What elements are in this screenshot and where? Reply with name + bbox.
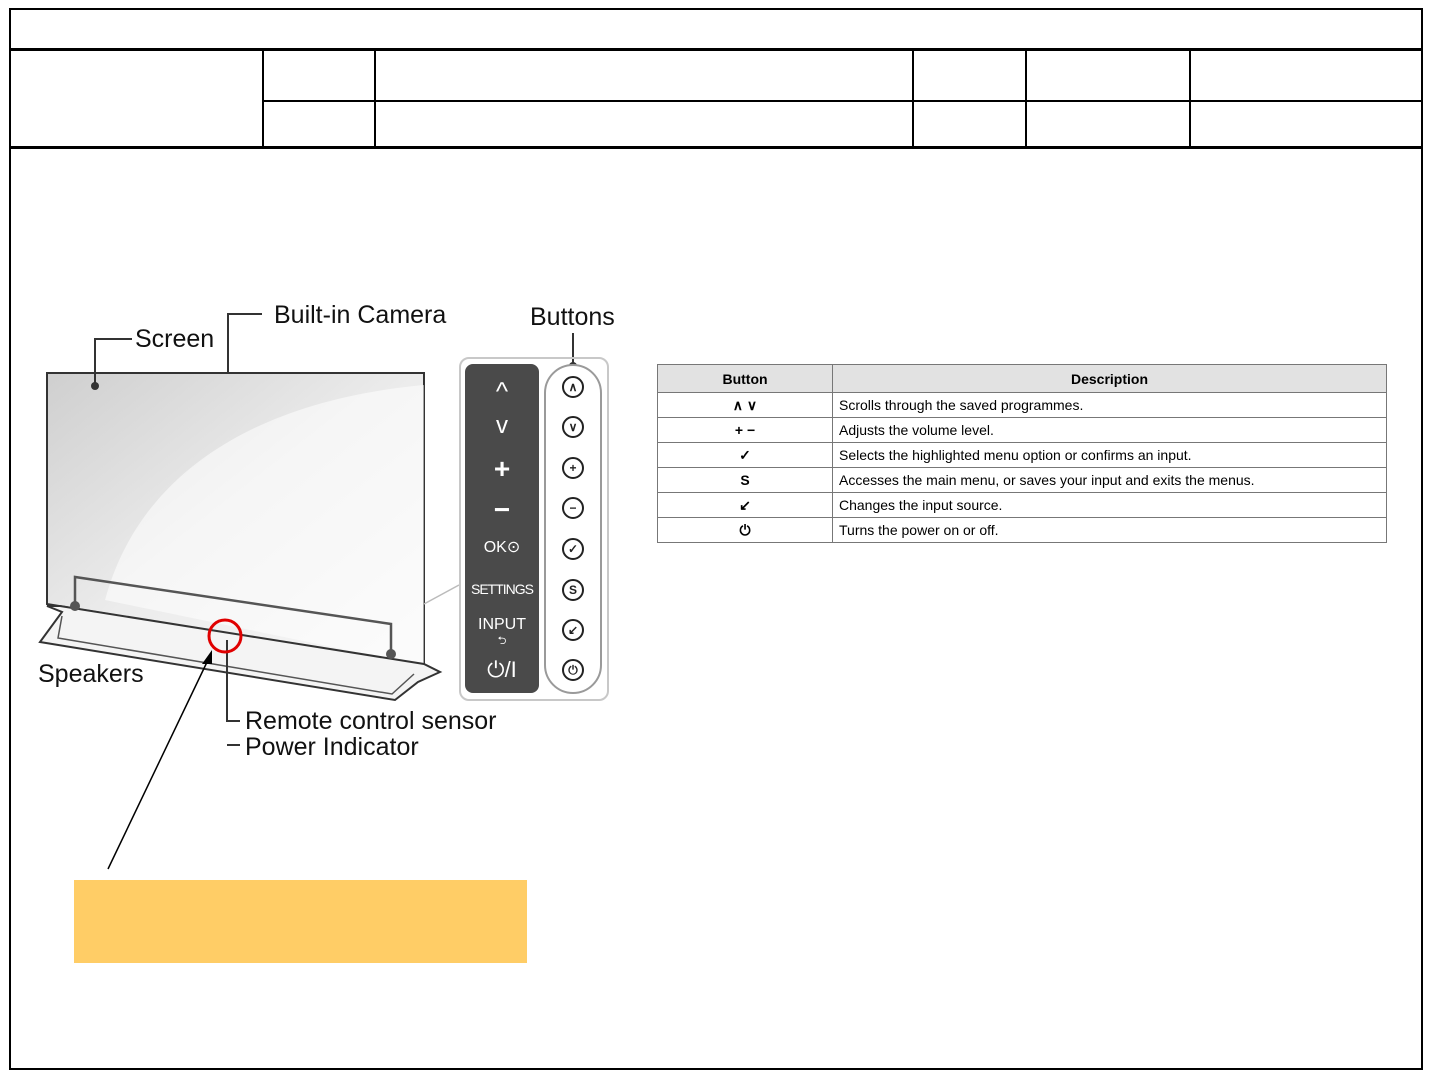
button-symbol: ↙ xyxy=(657,492,833,518)
power-icon[interactable]: ⏻ xyxy=(562,659,584,681)
panel-label-input: INPUT xyxy=(478,616,526,633)
note-box xyxy=(74,880,527,963)
button-symbol: ⏻ xyxy=(657,517,833,543)
header-col-1 xyxy=(262,49,264,147)
input-arrow-icon[interactable]: ↙ xyxy=(562,619,584,641)
panel-label-down: v xyxy=(496,412,508,439)
settings-s-icon[interactable]: S xyxy=(562,579,584,601)
down-icon[interactable]: ∨ xyxy=(562,416,584,438)
button-description: Adjusts the volume level. xyxy=(832,417,1387,443)
input-source-icon: ⮌ xyxy=(497,635,507,647)
minus-icon[interactable]: − xyxy=(562,497,584,519)
panel-label-plus: + xyxy=(493,453,511,484)
table-row: ↙ Changes the input source. xyxy=(657,492,1387,518)
panel-label-up: ^ xyxy=(495,376,509,406)
header-rule-top xyxy=(9,48,1423,51)
panel-label-ok: OK⊙ xyxy=(483,539,521,556)
panel-label-power: ⏻/I xyxy=(487,657,517,682)
plus-icon[interactable]: + xyxy=(562,457,584,479)
panel-label-settings: SETTINGS xyxy=(470,581,534,597)
table-row: S Accesses the main menu, or saves your … xyxy=(657,467,1387,493)
screen-reflection xyxy=(105,385,424,666)
button-panel-frame xyxy=(459,357,609,701)
table-header-row: Button Description xyxy=(657,364,1387,393)
callout-speakers: Speakers xyxy=(38,660,144,688)
speaker-bracket xyxy=(73,575,393,654)
button-description: Accesses the main menu, or saves your in… xyxy=(832,467,1387,493)
button-symbol: S xyxy=(657,467,833,493)
callout-buttons: Buttons xyxy=(530,303,615,331)
panel-label-minus: − xyxy=(493,494,511,525)
header-rule-mid xyxy=(263,100,1423,102)
callout-screen: Screen xyxy=(135,325,215,353)
header-button: Button xyxy=(657,364,833,393)
header-col-3 xyxy=(912,49,914,147)
callout-power-indicator: Power Indicator xyxy=(245,733,419,761)
tv-stand xyxy=(38,605,443,702)
button-description: Scrolls through the saved programmes. xyxy=(832,392,1387,418)
up-icon[interactable]: ∧ xyxy=(562,376,584,398)
annotation-arrow xyxy=(107,659,209,870)
header-rule-bottom xyxy=(9,146,1423,149)
header-col-4 xyxy=(1025,49,1027,147)
button-description: Turns the power on or off. xyxy=(832,517,1387,543)
sensor-highlight-circle xyxy=(207,618,243,654)
button-panel-labels xyxy=(465,364,539,693)
table-row: + − Adjusts the volume level. xyxy=(657,417,1387,443)
page-frame xyxy=(9,8,1423,1070)
tv-stand-inner xyxy=(57,615,415,695)
header-col-5 xyxy=(1189,49,1191,147)
callout-remote-sensor: Remote control sensor xyxy=(245,707,497,735)
table-row: ✓ Selects the highlighted menu option or… xyxy=(657,442,1387,468)
button-symbol: + − xyxy=(657,417,833,443)
table-row: ∧ ∨ Scrolls through the saved programmes… xyxy=(657,392,1387,418)
button-description-table: Button Description ∧ ∨ Scrolls through t… xyxy=(657,364,1387,543)
header-description: Description xyxy=(832,364,1387,393)
button-symbol: ✓ xyxy=(657,442,833,468)
callout-built-in-camera: Built-in Camera xyxy=(274,301,447,329)
button-column xyxy=(544,364,602,694)
button-description: Selects the highlighted menu option or c… xyxy=(832,442,1387,468)
header-col-2 xyxy=(374,49,376,147)
check-icon[interactable]: ✓ xyxy=(562,538,584,560)
button-description: Changes the input source. xyxy=(832,492,1387,518)
button-symbol: ∧ ∨ xyxy=(657,392,833,418)
table-row: ⏻ Turns the power on or off. xyxy=(657,517,1387,543)
